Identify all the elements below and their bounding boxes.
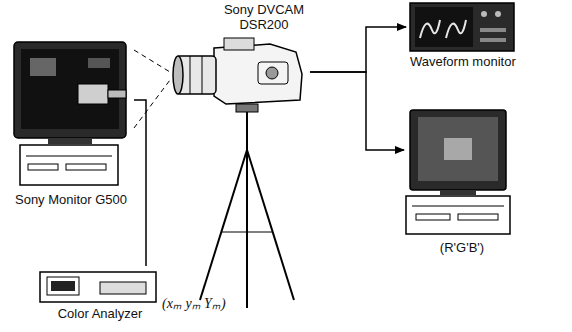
waveform-monitor <box>410 3 514 51</box>
analyzer-node: Color Analyzer(xₘ yₘ Yₘ) <box>34 266 270 330</box>
device-label: Sony DVCAM DSR200 <box>218 2 310 32</box>
device-label: Sony Monitor G500 <box>12 192 130 207</box>
device-label: Waveform monitor <box>410 54 564 69</box>
tripod <box>200 112 294 308</box>
device-label: Color Analyzer <box>34 306 166 321</box>
color-analyzer <box>40 272 156 302</box>
cable-line <box>134 50 170 128</box>
video-camera <box>173 38 302 112</box>
camera-node: Sony DVCAM DSR200 <box>170 0 310 112</box>
waveform-node: Waveform monitor <box>406 0 568 74</box>
computer-node: (R'G'B') <box>404 104 520 260</box>
signal-arrow <box>310 27 406 72</box>
device-label: (xₘ yₘ Yₘ) <box>162 296 268 311</box>
device-label: (R'G'B') <box>404 240 520 255</box>
signal-arrow <box>310 72 404 150</box>
crt-monitor <box>14 42 126 185</box>
computer <box>406 110 510 234</box>
monitor-node: Sony Monitor G500 <box>8 38 134 230</box>
